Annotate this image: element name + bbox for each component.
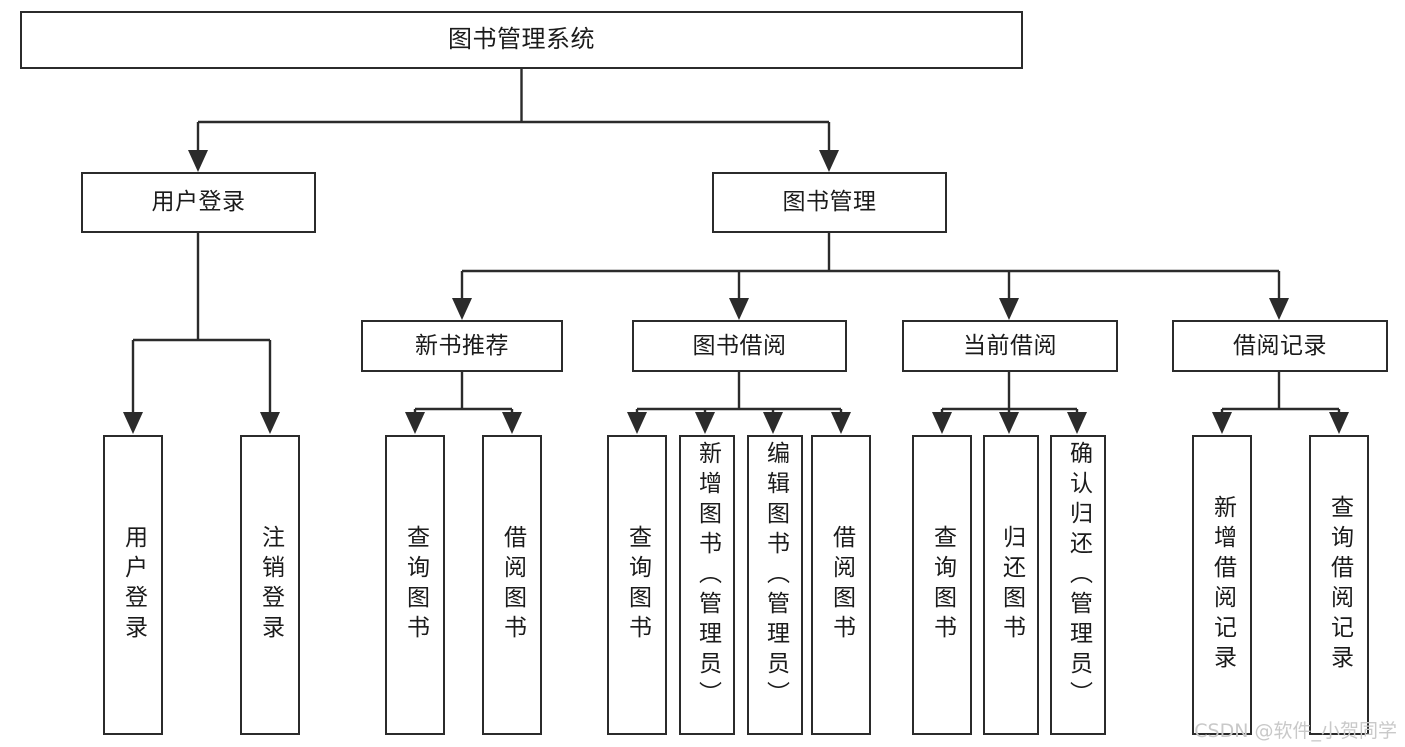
- node-leaf-cb-confirm-return[interactable]: 确认归还（管理员）: [1050, 435, 1106, 735]
- node-leaf-cb-query-book-label: 查询图书: [929, 525, 956, 645]
- node-leaf-user-login-login[interactable]: 用户登录: [103, 435, 163, 735]
- node-book-borrow[interactable]: 图书借阅: [632, 320, 847, 372]
- arrowhead-l3-4: [1269, 298, 1289, 320]
- watermark-text: CSDN @软件_小贺同学: [1194, 720, 1397, 742]
- node-leaf-bb-edit-book-label: 编辑图书（管理员）: [762, 441, 789, 711]
- node-book-borrow-label: 图书借阅: [692, 332, 787, 359]
- arrowhead-cb-1: [932, 412, 952, 434]
- arrowhead-bb-3: [763, 412, 783, 434]
- node-root-system[interactable]: 图书管理系统: [20, 11, 1023, 69]
- node-leaf-nbr-query-book[interactable]: 查询图书: [385, 435, 445, 735]
- node-leaf-nbr-borrow-book[interactable]: 借阅图书: [482, 435, 542, 735]
- arrowhead-cb-3: [1067, 412, 1087, 434]
- arrowhead-l3-3: [999, 298, 1019, 320]
- node-book-management-label: 图书管理: [782, 189, 877, 216]
- node-leaf-bb-add-book-label: 新增图书（管理员）: [694, 441, 721, 711]
- node-leaf-br-add-record-label: 新增借阅记录: [1209, 495, 1236, 675]
- arrowhead-cb-2: [999, 412, 1019, 434]
- node-leaf-bb-query-book[interactable]: 查询图书: [607, 435, 667, 735]
- node-leaf-bb-borrow-book-label: 借阅图书: [828, 525, 855, 645]
- node-current-borrow[interactable]: 当前借阅: [902, 320, 1118, 372]
- arrowhead-br-2: [1329, 412, 1349, 434]
- node-current-borrow-label: 当前借阅: [963, 332, 1057, 359]
- arrowhead-ul-1: [123, 412, 143, 434]
- arrowhead-l3-1: [452, 298, 472, 320]
- node-leaf-bb-query-book-label: 查询图书: [624, 525, 651, 645]
- arrowhead-br-1: [1212, 412, 1232, 434]
- node-leaf-bb-borrow-book[interactable]: 借阅图书: [811, 435, 871, 735]
- node-borrow-record-label: 借阅记录: [1233, 332, 1327, 359]
- node-leaf-nbr-borrow-book-label: 借阅图书: [499, 525, 526, 645]
- node-leaf-br-query-record[interactable]: 查询借阅记录: [1309, 435, 1369, 735]
- node-leaf-user-login-login-label: 用户登录: [120, 525, 147, 645]
- arrowhead-ul-2: [260, 412, 280, 434]
- node-leaf-cb-return-book[interactable]: 归还图书: [983, 435, 1039, 735]
- node-user-login-label: 用户登录: [151, 189, 246, 216]
- arrowhead-user-login: [188, 150, 208, 172]
- node-user-login[interactable]: 用户登录: [81, 172, 316, 233]
- arrowhead-nbr-2: [502, 412, 522, 434]
- arrowhead-bb-1: [627, 412, 647, 434]
- node-new-book-recommend-label: 新书推荐: [415, 332, 509, 359]
- node-leaf-cb-return-book-label: 归还图书: [998, 525, 1025, 645]
- node-root-system-label: 图书管理系统: [448, 25, 595, 54]
- node-new-book-recommend[interactable]: 新书推荐: [361, 320, 563, 372]
- node-leaf-br-add-record[interactable]: 新增借阅记录: [1192, 435, 1252, 735]
- node-leaf-cb-confirm-return-label: 确认归还（管理员）: [1065, 441, 1092, 711]
- arrowhead-nbr-1: [405, 412, 425, 434]
- node-leaf-nbr-query-book-label: 查询图书: [402, 525, 429, 645]
- arrowhead-book-manage: [819, 150, 839, 172]
- node-book-management[interactable]: 图书管理: [712, 172, 947, 233]
- node-leaf-bb-add-book[interactable]: 新增图书（管理员）: [679, 435, 735, 735]
- node-leaf-cb-query-book[interactable]: 查询图书: [912, 435, 972, 735]
- node-leaf-br-query-record-label: 查询借阅记录: [1326, 495, 1353, 675]
- arrowhead-bb-2: [695, 412, 715, 434]
- arrowhead-l3-2: [729, 298, 749, 320]
- node-borrow-record[interactable]: 借阅记录: [1172, 320, 1388, 372]
- node-leaf-user-login-logout[interactable]: 注销登录: [240, 435, 300, 735]
- node-leaf-user-login-logout-label: 注销登录: [257, 525, 284, 645]
- node-leaf-bb-edit-book[interactable]: 编辑图书（管理员）: [747, 435, 803, 735]
- arrowhead-bb-4: [831, 412, 851, 434]
